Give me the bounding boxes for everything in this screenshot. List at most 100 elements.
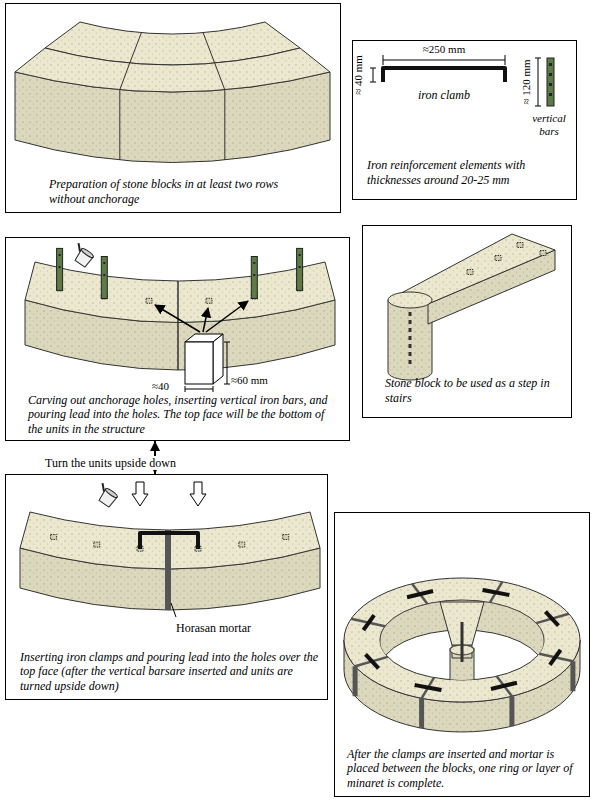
- bar-notch: [549, 63, 552, 96]
- dimension-line: [383, 55, 505, 65]
- iron-clamp: [365, 590, 560, 689]
- block-joint: [351, 582, 573, 699]
- hole-detail-block: [213, 334, 223, 384]
- cylinder-body: [388, 300, 432, 380]
- dimension-line: [224, 342, 230, 384]
- dimension-label: ≈250 mm: [423, 43, 465, 56]
- anchorage-hole: [517, 243, 523, 248]
- iron-clamp: [140, 533, 198, 549]
- anchorage-hole: [467, 270, 473, 275]
- stone-blocks-two-rows: [15, 22, 330, 163]
- panel-box: Carving out anchorage holes, inserting v…: [5, 237, 350, 441]
- dimension-label: ≈ 120 mm: [520, 59, 533, 104]
- ring-inner-wall: [380, 600, 544, 670]
- leader-line: [171, 603, 176, 617]
- hole-detail-block: [185, 342, 213, 384]
- anchorage-hole: [57, 286, 303, 303]
- lead-ladle: [75, 243, 83, 251]
- anchorage-hole: [283, 535, 289, 540]
- anchorage-hole: [146, 298, 152, 303]
- lead-ladle: [105, 487, 119, 498]
- dimension-line: [185, 386, 213, 392]
- down-arrow: [190, 482, 206, 506]
- dimension-line: [535, 58, 541, 106]
- anchorage-hole: [409, 336, 412, 340]
- caption-text: Carving out anchorage holes, inserting v…: [28, 393, 335, 436]
- bar-notch: [103, 262, 105, 264]
- minaret-ring: [344, 578, 580, 732]
- panel-box: Preparation of stone blocks in at least …: [5, 3, 341, 213]
- dimension-line: [370, 68, 376, 82]
- lead-ladle: [93, 483, 119, 508]
- bar-notch: [103, 274, 105, 276]
- panel-box: Stone block to be used as a step in stai…: [362, 225, 572, 418]
- bar-notch: [59, 266, 61, 268]
- vertical-bar: [57, 248, 63, 290]
- stair-step-block: [388, 234, 555, 380]
- caption-text: Iron reinforcement elements with thickne…: [367, 158, 562, 187]
- vertical-bar: [57, 248, 303, 298]
- pointer-arrow: [155, 305, 200, 332]
- vertical-rod: [461, 622, 464, 662]
- lead-ladle: [99, 483, 107, 491]
- dimension-label: ≈ 40 mm: [352, 55, 365, 95]
- anchorage-hole: [409, 312, 412, 316]
- ring-top-face: [344, 578, 580, 702]
- bar-notch: [59, 254, 61, 256]
- dimension-label: ≈60 mm: [231, 374, 268, 387]
- anchorage-hole: [495, 256, 501, 261]
- block-joint: [177, 281, 179, 370]
- pointer-arrow: [206, 301, 248, 332]
- dimension-label: iron clamb: [418, 88, 470, 102]
- anchorage-hole: [409, 328, 412, 332]
- bar-notch: [253, 274, 255, 276]
- iron-clamp: [383, 68, 505, 82]
- block-top-face: [25, 262, 335, 323]
- panel-box: After the clamps are inserted and mortar…: [334, 512, 590, 797]
- anchorage-hole: [467, 243, 546, 275]
- dimension-label: vertical bars: [525, 112, 573, 138]
- lead-ladle: [69, 243, 95, 268]
- anchorage-hole: [409, 312, 412, 364]
- bar-notch: [59, 254, 301, 276]
- dimension-label: Horasan mortar: [176, 621, 251, 635]
- anchorage-hole: [206, 298, 212, 303]
- anchorage-hole: [409, 360, 412, 364]
- anchorage-hole: [409, 344, 412, 348]
- vertical-bar: [251, 257, 257, 299]
- down-arrow: [132, 482, 148, 506]
- hole-detail-block: [185, 334, 223, 384]
- mortar-joint: [165, 530, 171, 610]
- bar-notch: [253, 262, 255, 264]
- blocks-with-clamp: [20, 482, 320, 617]
- pointer-arrow: [203, 308, 208, 332]
- bar-notch: [549, 63, 552, 66]
- dimension-label: ≈40: [152, 380, 169, 393]
- panel-box: Inserting iron clamps and pouring lead i…: [5, 474, 328, 700]
- block-joint: [120, 33, 225, 160]
- vertical-bar: [547, 58, 554, 106]
- lead-ladle: [81, 247, 95, 258]
- vertical-bar: [101, 257, 107, 299]
- bar-notch: [549, 73, 552, 76]
- edge-label: Turn the units upside down: [42, 456, 179, 470]
- caption-text: Inserting iron clamps and pouring lead i…: [20, 650, 321, 693]
- bar-notch: [299, 266, 301, 268]
- vertical-bar: [297, 248, 303, 290]
- bar-notch: [299, 254, 301, 256]
- cylinder-top: [388, 292, 432, 308]
- caption-text: Preparation of stone blocks in at least …: [49, 177, 280, 206]
- anchorage-hole: [239, 542, 245, 547]
- mortar-joint: [355, 661, 573, 728]
- bar-notch: [549, 83, 552, 86]
- anchorage-hole: [409, 352, 412, 356]
- anchorage-hole: [51, 535, 289, 552]
- caption-text: After the clamps are inserted and mortar…: [347, 747, 579, 790]
- blocks-with-holes: [25, 243, 335, 392]
- front-row-top: [15, 48, 330, 92]
- bar-notch: [549, 93, 552, 96]
- anchorage-hole: [540, 251, 546, 256]
- anchorage-hole: [94, 542, 100, 547]
